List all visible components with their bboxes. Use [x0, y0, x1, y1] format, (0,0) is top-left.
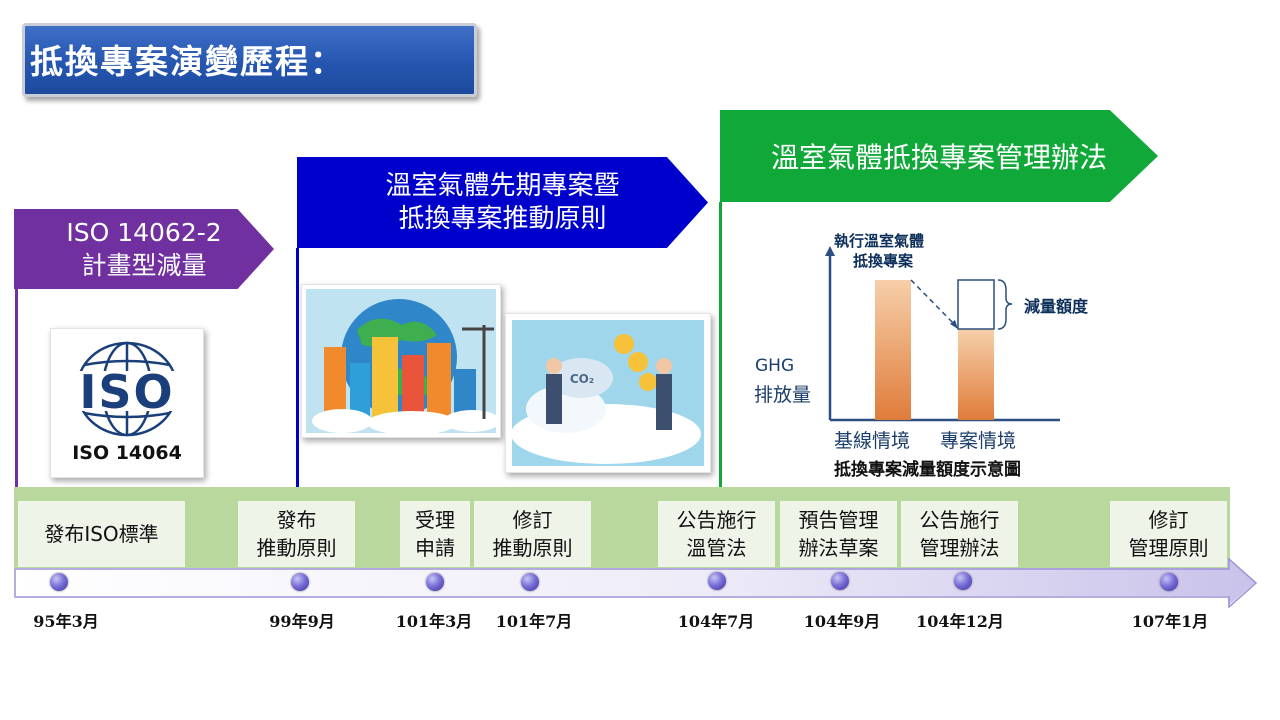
- event-box-6: 預告管理 辦法草案: [780, 501, 897, 567]
- timeline-date-6: 104年9月: [803, 612, 881, 631]
- event-7-line-2: 管理辦法: [919, 536, 1000, 560]
- timeline-date-4: 101年7月: [495, 612, 573, 631]
- baseline-bar: [875, 280, 911, 420]
- diagram-axis-arrow-icon: [825, 246, 835, 256]
- timeline-dot-5: [708, 572, 726, 590]
- diagram-cat-project: 專案情境: [940, 430, 1017, 452]
- banner-iso-line2: 計畫型減量: [81, 251, 207, 280]
- banner-rules-label: 溫室氣體抵換專案管理辦法: [770, 141, 1107, 174]
- title-box: [22, 23, 477, 97]
- event-box-3: 受理 申請: [400, 501, 470, 567]
- event-3-line-1: 受理: [415, 508, 455, 532]
- iso-globe-icon: [69, 341, 185, 437]
- timeline-dot-7: [954, 572, 972, 590]
- timeline-date-5: 104年7月: [677, 612, 755, 631]
- iso-logo-mark: ISO: [79, 365, 175, 419]
- event-2-line-2: 推動原則: [256, 536, 337, 560]
- stage-line-blue: [296, 248, 299, 489]
- event-1-line-1: 發布ISO標準: [44, 522, 159, 546]
- reduction-dashed-line: [910, 279, 957, 327]
- diagram-emission-label: 排放量: [754, 384, 812, 406]
- iso-logo-image: ISO ISO 14064: [50, 328, 204, 478]
- timeline-dot-1: [50, 573, 68, 591]
- page-title: 抵換專案演變歷程：: [30, 42, 345, 81]
- timeline-date-2: 99年9月: [269, 612, 335, 631]
- project-bar: [958, 329, 994, 420]
- event-box-5: 公告施行 溫管法: [658, 501, 775, 567]
- event-8-line-2: 管理原則: [1128, 536, 1209, 560]
- timeline-date-7: 104年12月: [916, 612, 1004, 631]
- timeline-dot-4: [521, 573, 539, 591]
- event-5-line-2: 溫管法: [686, 536, 747, 560]
- event-box-4: 修訂 推動原則: [474, 501, 591, 567]
- event-box-8: 修訂 管理原則: [1110, 501, 1227, 567]
- banner-iso-line1: ISO 14062-2: [66, 218, 222, 247]
- co2-label: CO₂: [569, 372, 595, 386]
- diagram-reduction-label: 減量額度: [1024, 297, 1089, 316]
- diagram-cat-baseline: 基線情境: [834, 430, 911, 452]
- iso-logo-caption: ISO 14064: [72, 442, 182, 464]
- co2-trading-illustration: CO₂: [505, 313, 711, 473]
- reduction-arrowhead-icon: [950, 320, 958, 329]
- banner-management-rules: 溫室氣體抵換專案管理辦法: [720, 110, 1158, 202]
- timeline-dot-2: [291, 573, 309, 591]
- event-5-line-1: 公告施行: [676, 508, 757, 532]
- diagram-ghg-label: GHG: [755, 356, 795, 376]
- event-box-1: 發布ISO標準: [18, 501, 185, 567]
- timeline-date-1: 95年3月: [33, 612, 99, 631]
- stage-line-purple: [15, 289, 18, 489]
- stage-line-green: [719, 202, 722, 489]
- event-4-line-1: 修訂: [512, 508, 553, 532]
- reduction-brace: [997, 279, 1013, 330]
- event-6-line-1: 預告管理: [798, 508, 879, 532]
- diagram-y-label-1: 執行溫室氣體: [834, 232, 925, 250]
- diagram-y-label-2: 抵換專案: [853, 252, 914, 270]
- event-2-line-1: 發布: [276, 508, 317, 532]
- event-6-line-2: 辦法草案: [798, 536, 879, 560]
- timeline-dot-6: [831, 572, 849, 590]
- reduction-diagram: [825, 246, 1060, 422]
- timeline-dot-3: [426, 573, 444, 591]
- banner-early-projects: 溫室氣體先期專案暨 抵換專案推動原則: [297, 157, 708, 248]
- green-city-illustration: [301, 284, 501, 438]
- event-4-line-2: 推動原則: [492, 536, 573, 560]
- banner-early-line2: 抵換專案推動原則: [398, 203, 607, 234]
- timeline-dot-8: [1160, 573, 1178, 591]
- diagram-caption: 抵換專案減量額度示意圖: [834, 460, 1021, 480]
- event-box-2: 發布 推動原則: [238, 501, 355, 567]
- event-8-line-1: 修訂: [1148, 508, 1189, 532]
- banner-iso-14062: ISO 14062-2 計畫型減量: [14, 209, 274, 289]
- event-7-line-1: 公告施行: [919, 508, 1000, 532]
- timeline-event-band: [14, 487, 1230, 570]
- event-3-line-2: 申請: [415, 536, 455, 560]
- banner-early-line1: 溫室氣體先期專案暨: [385, 170, 620, 201]
- reduction-box: [957, 279, 995, 330]
- timeline-arrow-outline: [14, 558, 1258, 608]
- timeline-date-3: 101年3月: [395, 612, 473, 631]
- event-box-7: 公告施行 管理辦法: [901, 501, 1018, 567]
- timeline-date-8: 107年1月: [1131, 612, 1209, 631]
